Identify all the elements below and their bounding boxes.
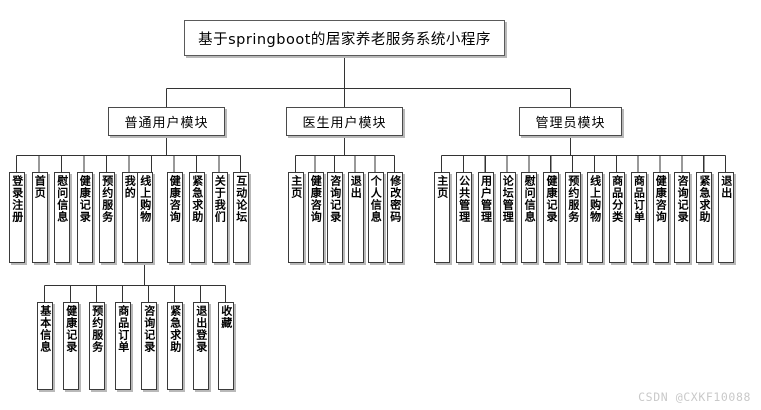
- leaf-mine-4-label: 咨询记录: [142, 305, 156, 353]
- leaf-admin-13-label: 退出: [719, 175, 733, 199]
- leaf-user-3[interactable]: 健康记录: [76, 172, 93, 263]
- leaf-user-0-label: 登录注册: [10, 175, 24, 223]
- leaf-doctor-4[interactable]: 个人信息: [367, 172, 384, 263]
- leaf-user-9-label: 关于我们: [213, 175, 227, 223]
- leaf-mine-3-label: 商品订单: [116, 305, 130, 353]
- leaf-admin-13[interactable]: 退出: [718, 172, 734, 263]
- csdn-watermark: CSDN @CXKF10088: [638, 390, 751, 404]
- leaf-admin-0-label: 主页: [435, 175, 449, 199]
- leaf-mine-7-label: 收藏: [219, 305, 233, 329]
- leaf-mine-1-label: 健康记录: [64, 305, 78, 353]
- leaf-mine-7[interactable]: 收藏: [218, 302, 234, 390]
- leaf-mine-2-label: 预约服务: [90, 305, 104, 353]
- leaf-mine-4[interactable]: 咨询记录: [141, 302, 157, 390]
- leaf-admin-9-label: 商品订单: [632, 175, 646, 223]
- leaf-doctor-4-label: 个人信息: [369, 175, 383, 223]
- leaf-user-8-label: 紧急求助: [190, 175, 204, 223]
- leaf-mine-1[interactable]: 健康记录: [63, 302, 79, 390]
- leaf-user-5[interactable]: 我的: [121, 172, 138, 263]
- leaf-doctor-5-label: 修改密码: [388, 175, 402, 223]
- leaf-admin-4[interactable]: 慰问信息: [521, 172, 538, 263]
- module-node-doctor[interactable]: 医生用户模块: [286, 107, 403, 136]
- leaf-user-1[interactable]: 首页: [31, 172, 48, 263]
- leaf-admin-6[interactable]: 预约服务: [565, 172, 582, 263]
- leaf-doctor-0-label: 主页: [289, 175, 303, 199]
- leaf-user-8[interactable]: 紧急求助: [189, 172, 205, 263]
- leaf-user-5-label: 我的: [123, 175, 137, 199]
- module-node-doctor-label: 医生用户模块: [302, 116, 387, 131]
- leaf-mine-0[interactable]: 基本信息: [37, 302, 53, 390]
- module-node-admin[interactable]: 管理员模块: [519, 107, 622, 136]
- leaf-admin-2[interactable]: 用户管理: [477, 172, 494, 263]
- leaf-user-4-label: 预约服务: [100, 175, 114, 223]
- leaf-mine-3[interactable]: 商品订单: [115, 302, 131, 390]
- leaf-admin-4-label: 慰问信息: [523, 175, 537, 223]
- leaf-user-2-label: 慰问信息: [55, 175, 69, 223]
- leaf-admin-5-label: 健康记录: [544, 175, 558, 223]
- leaf-admin-1[interactable]: 公共管理: [455, 172, 472, 263]
- leaf-mine-5[interactable]: 紧急求助: [167, 302, 183, 390]
- leaf-mine-5-label: 紧急求助: [168, 305, 182, 353]
- leaf-doctor-1[interactable]: 健康咨询: [307, 172, 324, 263]
- leaf-admin-10-label: 健康咨询: [654, 175, 668, 223]
- leaf-admin-12[interactable]: 紧急求助: [696, 172, 713, 263]
- leaf-admin-0[interactable]: 主页: [434, 172, 450, 263]
- leaf-user-1-label: 首页: [33, 175, 47, 199]
- leaf-mine-2[interactable]: 预约服务: [89, 302, 105, 390]
- module-node-user-label: 普通用户模块: [124, 116, 209, 131]
- leaf-admin-5[interactable]: 健康记录: [543, 172, 560, 263]
- leaf-user-4[interactable]: 预约服务: [99, 172, 115, 263]
- leaf-user-3-label: 健康记录: [78, 175, 92, 223]
- leaf-doctor-0[interactable]: 主页: [288, 172, 304, 263]
- leaf-admin-1-label: 公共管理: [457, 175, 471, 223]
- module-node-user[interactable]: 普通用户模块: [108, 107, 225, 136]
- leaf-doctor-5[interactable]: 修改密码: [387, 172, 403, 263]
- root-node[interactable]: 基于springboot的居家养老服务系统小程序: [184, 20, 505, 56]
- leaf-mine-0-label: 基本信息: [38, 305, 52, 353]
- leaf-admin-7-label: 线上购物: [588, 175, 602, 223]
- leaf-mine-6-label: 退出登录: [194, 305, 208, 353]
- leaf-doctor-2[interactable]: 咨询记录: [327, 172, 343, 263]
- leaf-admin-2-label: 用户管理: [479, 175, 493, 223]
- leaf-admin-7[interactable]: 线上购物: [586, 172, 603, 263]
- leaf-user-0[interactable]: 登录注册: [9, 172, 25, 263]
- leaf-admin-11-label: 咨询记录: [676, 175, 690, 223]
- leaf-admin-8[interactable]: 商品分类: [608, 172, 625, 263]
- leaf-admin-9[interactable]: 商品订单: [630, 172, 647, 263]
- leaf-admin-10[interactable]: 健康咨询: [652, 172, 669, 263]
- leaf-admin-3[interactable]: 论坛管理: [499, 172, 516, 263]
- leaf-admin-11[interactable]: 咨询记录: [674, 172, 691, 263]
- leaf-doctor-1-label: 健康咨询: [309, 175, 323, 223]
- leaf-admin-3-label: 论坛管理: [501, 175, 515, 223]
- leaf-user-7-label: 健康咨询: [168, 175, 182, 223]
- leaf-admin-12-label: 紧急求助: [697, 175, 711, 223]
- leaf-user-9[interactable]: 关于我们: [211, 172, 228, 263]
- root-node-label: 基于springboot的居家养老服务系统小程序: [198, 31, 491, 48]
- leaf-user-6-label: 线上购物: [138, 175, 152, 223]
- leaf-user-10[interactable]: 互动论坛: [233, 172, 249, 263]
- leaf-user-2[interactable]: 慰问信息: [54, 172, 70, 263]
- leaf-doctor-3-label: 退出: [349, 175, 363, 199]
- leaf-doctor-2-label: 咨询记录: [328, 175, 342, 223]
- leaf-user-7[interactable]: 健康咨询: [166, 172, 183, 263]
- leaf-user-10-label: 互动论坛: [234, 175, 248, 223]
- leaf-admin-6-label: 预约服务: [566, 175, 580, 223]
- leaf-admin-8-label: 商品分类: [610, 175, 624, 223]
- module-node-admin-label: 管理员模块: [535, 116, 606, 131]
- leaf-mine-6[interactable]: 退出登录: [193, 302, 209, 390]
- leaf-user-6[interactable]: 线上购物: [137, 172, 153, 263]
- leaf-doctor-3[interactable]: 退出: [347, 172, 364, 263]
